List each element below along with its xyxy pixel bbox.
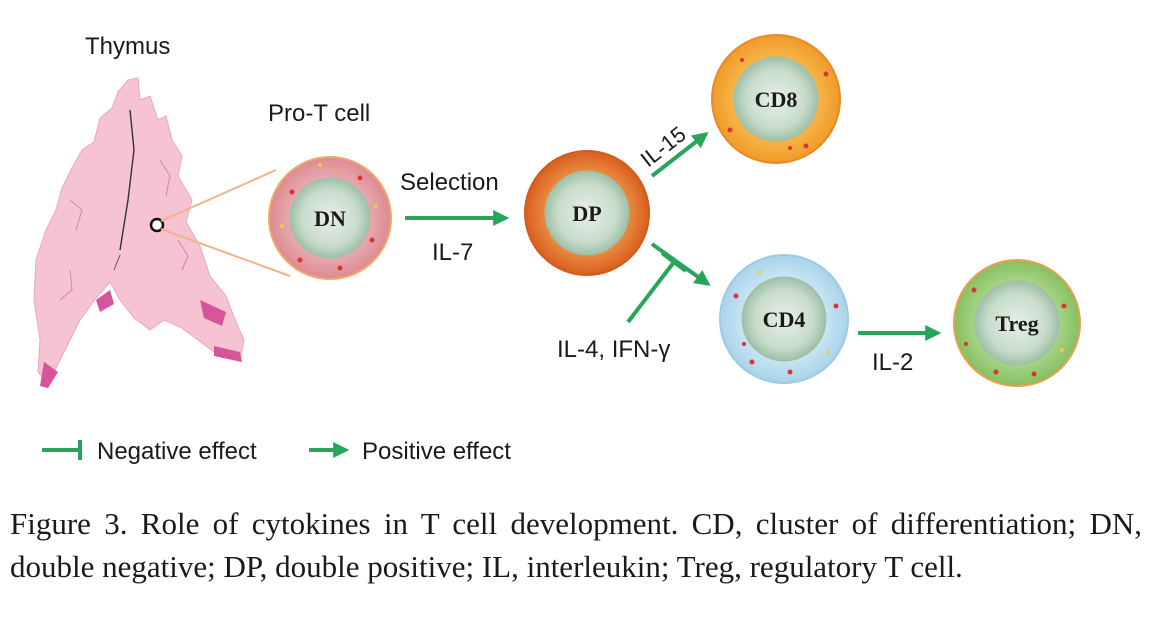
dp-cell: DP xyxy=(524,150,650,276)
treg-cell-label: Treg xyxy=(995,311,1038,336)
cd4-cell-label: CD4 xyxy=(763,307,806,332)
selection-label: Selection xyxy=(400,169,499,196)
zoom-line-top xyxy=(160,169,277,222)
treg-cell: Treg xyxy=(953,259,1081,387)
il15-label: IL-15 xyxy=(636,121,691,172)
cd8-cell-label: CD8 xyxy=(755,87,798,112)
inhibition-arrow xyxy=(626,251,688,324)
il4-ifn-label: IL-4, IFN-γ xyxy=(557,336,670,363)
thymus-focus-circle xyxy=(149,217,165,233)
thymus-label: Thymus xyxy=(85,33,170,60)
dn-cell: DN xyxy=(268,156,392,280)
cd8-cell: CD8 xyxy=(711,34,841,164)
figure-caption: Figure 3. Role of cytokines in T cell de… xyxy=(10,506,1142,584)
legend: Negative effect Positive effect xyxy=(42,438,511,465)
thymus-organ xyxy=(33,77,245,388)
legend-negative-label: Negative effect xyxy=(97,438,257,465)
cd4-cell: CD4 xyxy=(719,254,849,384)
il2-label: IL-2 xyxy=(872,349,913,376)
legend-positive-label: Positive effect xyxy=(362,438,511,465)
zoom-line-bottom xyxy=(160,228,291,277)
diagram-svg: Thymus Pro-T cell DN Selection IL-7 xyxy=(33,33,1081,465)
dn-cell-label: DN xyxy=(314,206,346,231)
legend-negative-icon xyxy=(42,440,82,460)
il7-label: IL-7 xyxy=(432,239,473,266)
dp-cell-label: DP xyxy=(572,201,601,226)
pro-t-cell-label: Pro-T cell xyxy=(268,100,370,127)
dp-to-cd8-arrow xyxy=(650,132,709,178)
